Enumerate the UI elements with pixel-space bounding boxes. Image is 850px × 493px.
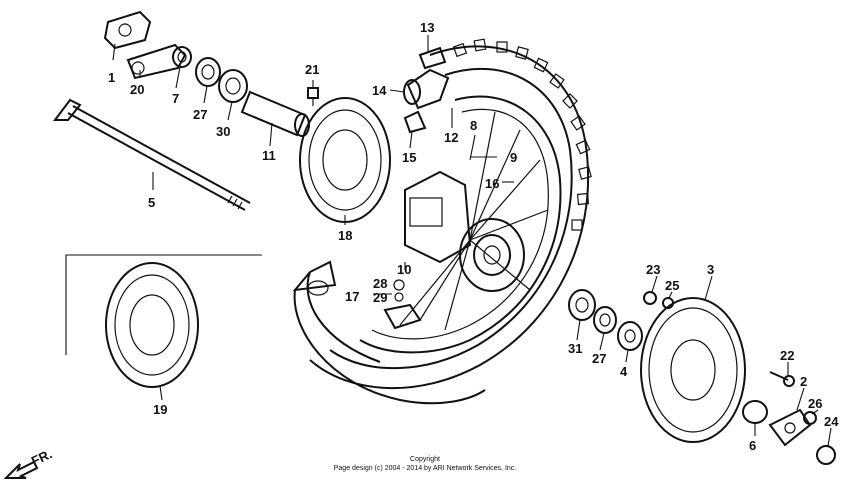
callout-16[interactable]: 16 bbox=[485, 176, 499, 191]
callout-15[interactable]: 15 bbox=[402, 150, 416, 165]
callout-26[interactable]: 26 bbox=[808, 396, 822, 411]
bolt-22[interactable] bbox=[769, 371, 795, 387]
dust-seal-27[interactable] bbox=[195, 57, 221, 87]
tire[interactable] bbox=[309, 38, 592, 389]
callout-31[interactable]: 31 bbox=[568, 341, 582, 356]
valve-parts[interactable] bbox=[383, 279, 422, 330]
callout-19[interactable]: 19 bbox=[153, 402, 167, 417]
brake-disc-19[interactable] bbox=[105, 262, 199, 388]
spacer-11[interactable] bbox=[240, 90, 310, 137]
axle-5[interactable] bbox=[53, 98, 251, 211]
bolt-21[interactable] bbox=[307, 87, 319, 106]
chain-adjuster-1[interactable] bbox=[103, 10, 152, 50]
rim-band[interactable] bbox=[403, 46, 450, 134]
callout-25[interactable]: 25 bbox=[665, 278, 679, 293]
driven-sprocket-3[interactable] bbox=[640, 297, 746, 443]
callout-13[interactable]: 13 bbox=[420, 20, 434, 35]
front-label: FR. bbox=[29, 446, 54, 468]
callout-labels: 1 20 7 27 30 11 5 21 18 19 13 14 12 15 8… bbox=[108, 20, 839, 453]
callout-6[interactable]: 6 bbox=[749, 438, 756, 453]
callout-1[interactable]: 1 bbox=[108, 70, 115, 85]
alternate-part-bracket bbox=[65, 254, 262, 355]
bolt-23[interactable] bbox=[643, 291, 657, 305]
collar-7[interactable] bbox=[172, 46, 192, 68]
front-arrow-icon bbox=[3, 460, 39, 479]
callout-20[interactable]: 20 bbox=[130, 82, 144, 97]
callout-22[interactable]: 22 bbox=[780, 348, 794, 363]
dust-seal-27b[interactable] bbox=[593, 306, 617, 334]
callout-9[interactable]: 9 bbox=[510, 150, 517, 165]
callout-14[interactable]: 14 bbox=[372, 83, 387, 98]
washer-26[interactable] bbox=[803, 411, 817, 425]
callout-17[interactable]: 17 bbox=[345, 289, 359, 304]
callout-27a[interactable]: 27 bbox=[193, 107, 207, 122]
collar-6[interactable] bbox=[742, 400, 768, 424]
callout-27b[interactable]: 27 bbox=[592, 351, 606, 366]
callout-28[interactable]: 28 bbox=[373, 276, 387, 291]
callout-11[interactable]: 11 bbox=[262, 148, 276, 163]
rear-hub[interactable] bbox=[404, 170, 525, 292]
callout-4[interactable]: 4 bbox=[620, 364, 628, 379]
callout-5[interactable]: 5 bbox=[148, 195, 155, 210]
copyright-line2: Page design (c) 2004 - 2014 by ARI Netwo… bbox=[334, 465, 517, 472]
callout-7[interactable]: 7 bbox=[172, 91, 179, 106]
rim[interactable] bbox=[359, 95, 562, 354]
callout-8[interactable]: 8 bbox=[470, 118, 477, 133]
mud-guard[interactable] bbox=[292, 260, 486, 405]
brake-disc-18[interactable] bbox=[299, 97, 391, 223]
callout-12[interactable]: 12 bbox=[444, 130, 458, 145]
callout-24[interactable]: 24 bbox=[824, 414, 839, 429]
leader-lines bbox=[112, 35, 832, 447]
callout-30[interactable]: 30 bbox=[216, 124, 230, 139]
nut-24[interactable] bbox=[816, 445, 836, 465]
spokes[interactable] bbox=[399, 111, 549, 331]
front-direction-indicator: FR. bbox=[3, 446, 54, 479]
callout-18[interactable]: 18 bbox=[338, 228, 352, 243]
bearing-30[interactable] bbox=[218, 69, 248, 103]
callout-3[interactable]: 3 bbox=[707, 262, 714, 277]
callout-10[interactable]: 10 bbox=[397, 262, 411, 277]
callout-2[interactable]: 2 bbox=[800, 374, 807, 389]
bearing-31[interactable] bbox=[568, 289, 596, 321]
callout-21[interactable]: 21 bbox=[305, 62, 319, 77]
callout-23[interactable]: 23 bbox=[646, 262, 660, 277]
copyright-line1: Copyright bbox=[410, 456, 440, 463]
callout-29[interactable]: 29 bbox=[373, 290, 387, 305]
collar-4[interactable] bbox=[617, 321, 643, 351]
